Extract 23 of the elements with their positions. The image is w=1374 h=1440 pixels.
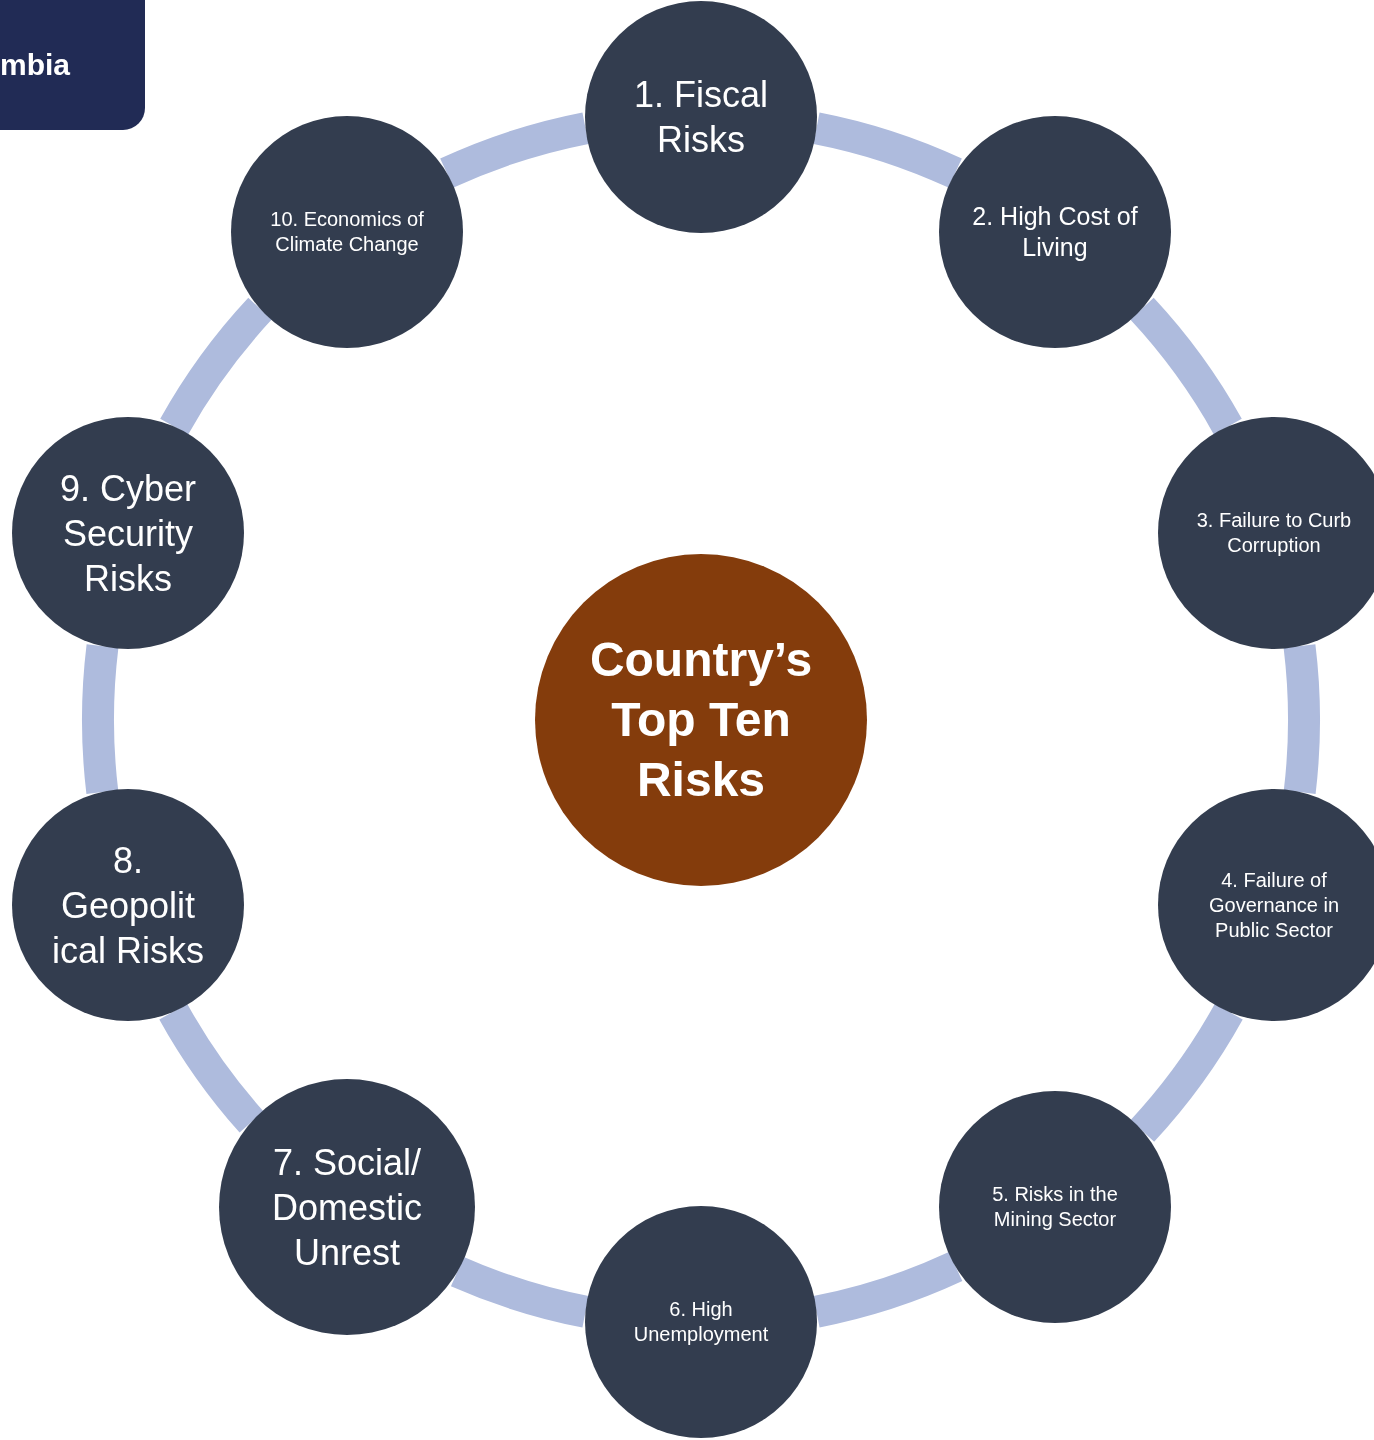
ring-connector [1130,1003,1243,1142]
ring-connector [451,1256,589,1328]
risk-label: 4. Failure of Governance in Public Sector [1207,867,1341,943]
center-title: Country’s Top Ten Risks [588,632,814,808]
ring-connector [812,112,962,188]
risk-label: 2. High Cost of Living [971,200,1139,263]
risk-label: 3. Failure to Curb Corruption [1195,508,1353,558]
ring-connector [1283,644,1320,794]
ring-connector [1130,298,1242,435]
ring-connector [440,112,590,188]
risk-label: 6. High Unemployment [632,1297,770,1347]
risk-label: 8. Geopolit ical Risks [51,838,205,973]
ring-connector [812,1251,962,1328]
risk-label: 9. Cyber Security Risks [58,466,198,601]
tab-label: mbia [0,47,70,84]
ring-connector [159,1003,264,1133]
risk-label: 7. Social/ Domestic Unrest [271,1140,423,1275]
risk-label: 5. Risks in the Mining Sector [991,1182,1119,1232]
risk-label: 1. Fiscal Risks [632,73,769,162]
ring-connector [82,644,119,794]
ring-connector [160,298,272,435]
header-tab [0,0,145,130]
risk-label: 10. Economics of Climate Change [269,207,425,257]
